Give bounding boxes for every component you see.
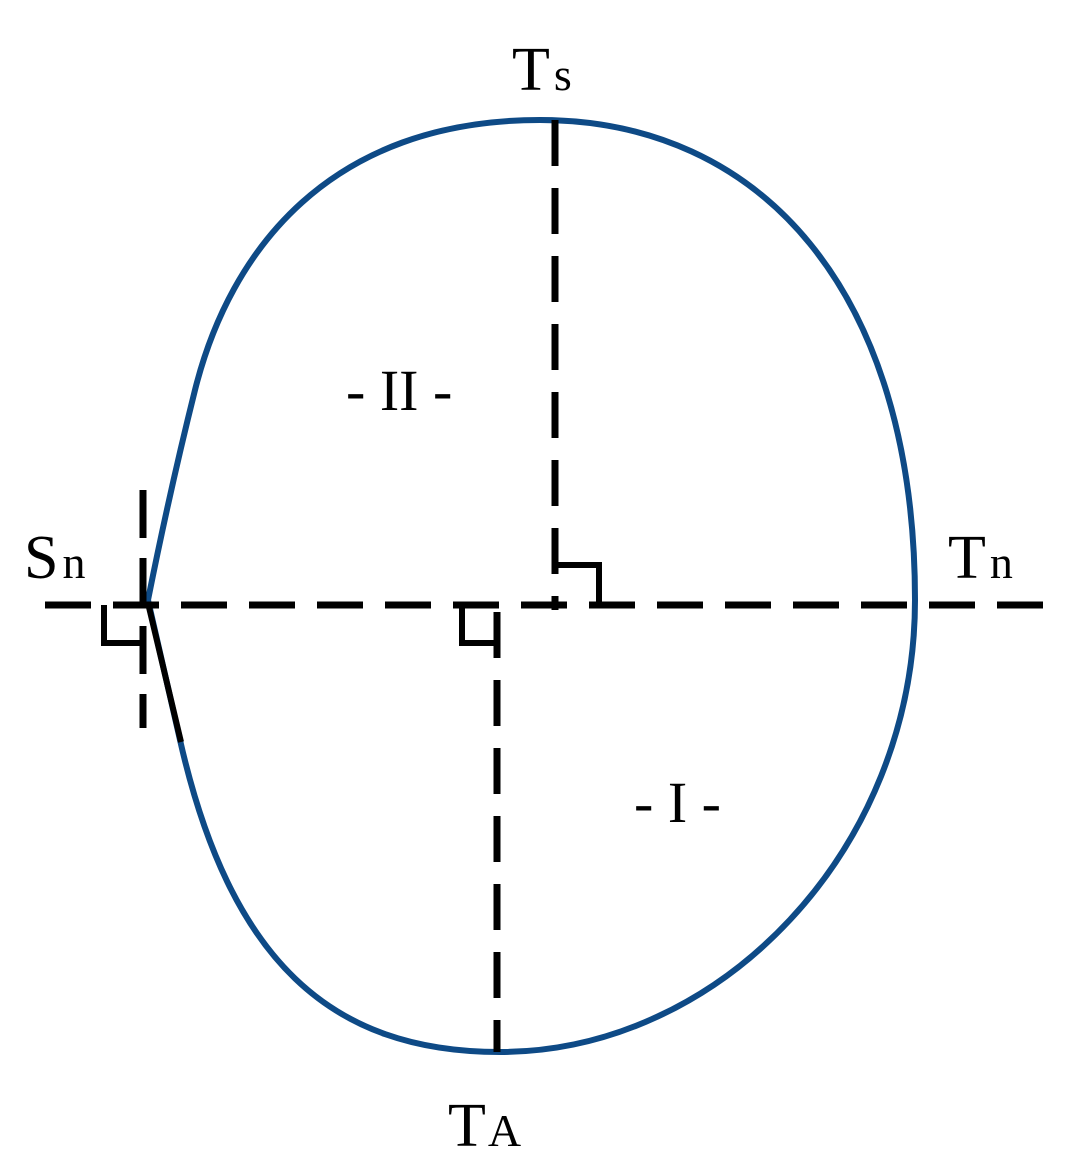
right-angle-marker-left — [101, 605, 143, 646]
region-label-i: - I - — [634, 770, 721, 835]
label-tn: Tn — [948, 524, 1013, 592]
label-ta: TA — [448, 1092, 521, 1160]
section-outline — [145, 117, 918, 1055]
right-angle-marker-center-top — [555, 562, 602, 605]
label-sn: Sn — [24, 524, 85, 592]
right-angle-marker-center-bottom — [459, 605, 497, 646]
region-label-ii: - II - — [346, 358, 452, 423]
label-ts: Ts — [512, 36, 572, 104]
sn-tangent-segment — [145, 602, 184, 743]
